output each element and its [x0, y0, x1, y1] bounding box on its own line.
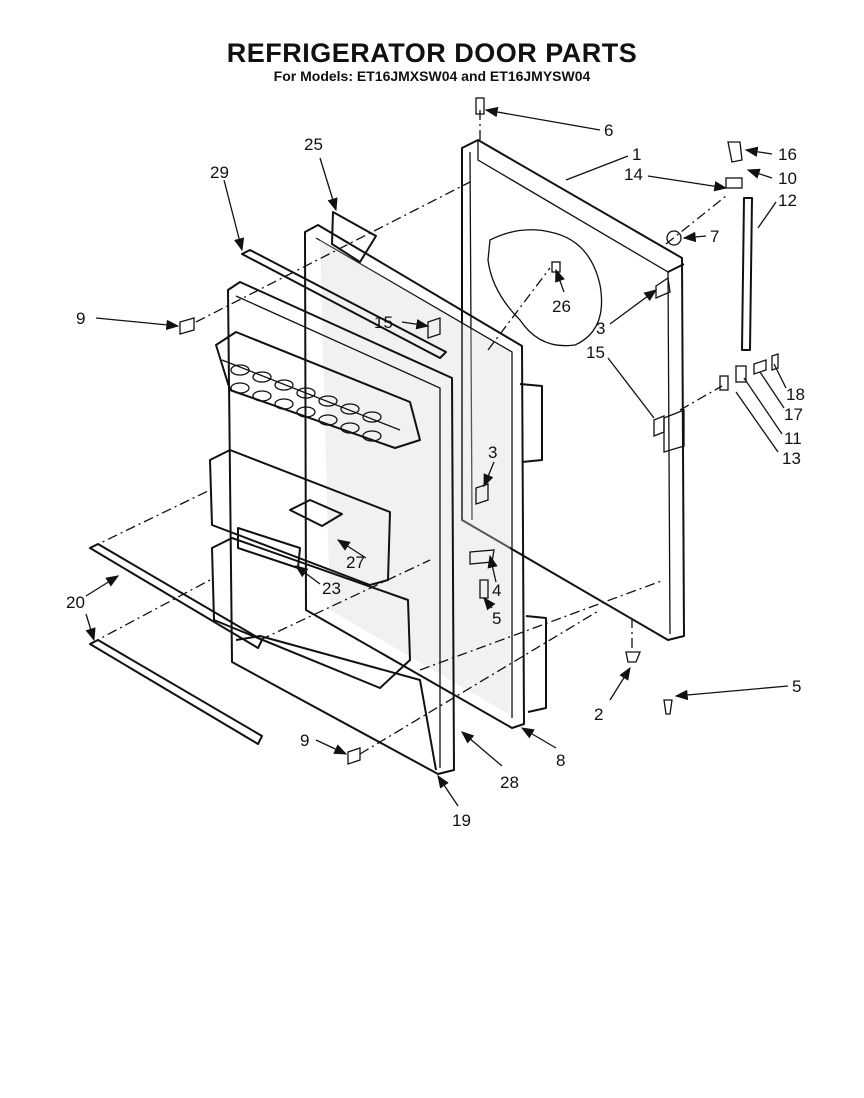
callout-16: 16	[778, 145, 797, 164]
callout-3: 3	[596, 319, 605, 338]
door-gasket	[304, 211, 547, 729]
door-rail	[241, 249, 447, 359]
callout-20: 20	[66, 593, 85, 612]
callout-5: 5	[492, 609, 501, 628]
outer-door-panel	[461, 139, 685, 641]
callout-1: 1	[632, 145, 641, 164]
callout-29: 29	[210, 163, 229, 182]
door-handle	[741, 197, 753, 351]
callout-labels: 6 1 16 14 10 12 7 25 29 26 15 9 3 15 18 …	[66, 121, 805, 830]
callout-15: 15	[374, 313, 393, 332]
callout-14: 14	[624, 165, 643, 184]
callout-26: 26	[552, 297, 571, 316]
door-shelf-bars	[89, 543, 263, 745]
callout-10: 10	[778, 169, 797, 188]
callout-13: 13	[782, 449, 801, 468]
callout-2: 2	[594, 705, 603, 724]
callout-11: 11	[784, 429, 802, 448]
leader-lines	[85, 106, 789, 807]
callout-9b: 9	[300, 731, 309, 750]
callout-4: 4	[492, 581, 501, 600]
diagram-subtitle: For Models: ET16JMXSW04 and ET16JMYSW04	[273, 68, 591, 84]
callout-15b: 15	[586, 343, 605, 362]
callout-12: 12	[778, 191, 797, 210]
assembly-lines	[89, 110, 727, 755]
callout-18: 18	[786, 385, 805, 404]
callout-28: 28	[500, 773, 519, 792]
callout-5b: 5	[792, 677, 801, 696]
diagram-title: REFRIGERATOR DOOR PARTS	[226, 38, 638, 68]
callout-6: 6	[604, 121, 613, 140]
callout-7: 7	[710, 227, 719, 246]
callout-3b: 3	[488, 443, 497, 462]
callout-27: 27	[346, 553, 365, 572]
callout-19: 19	[452, 811, 471, 830]
callout-9: 9	[76, 309, 85, 328]
callout-23: 23	[322, 579, 341, 598]
callout-8: 8	[556, 751, 565, 770]
callout-25: 25	[304, 135, 323, 154]
callout-17: 17	[784, 405, 803, 424]
